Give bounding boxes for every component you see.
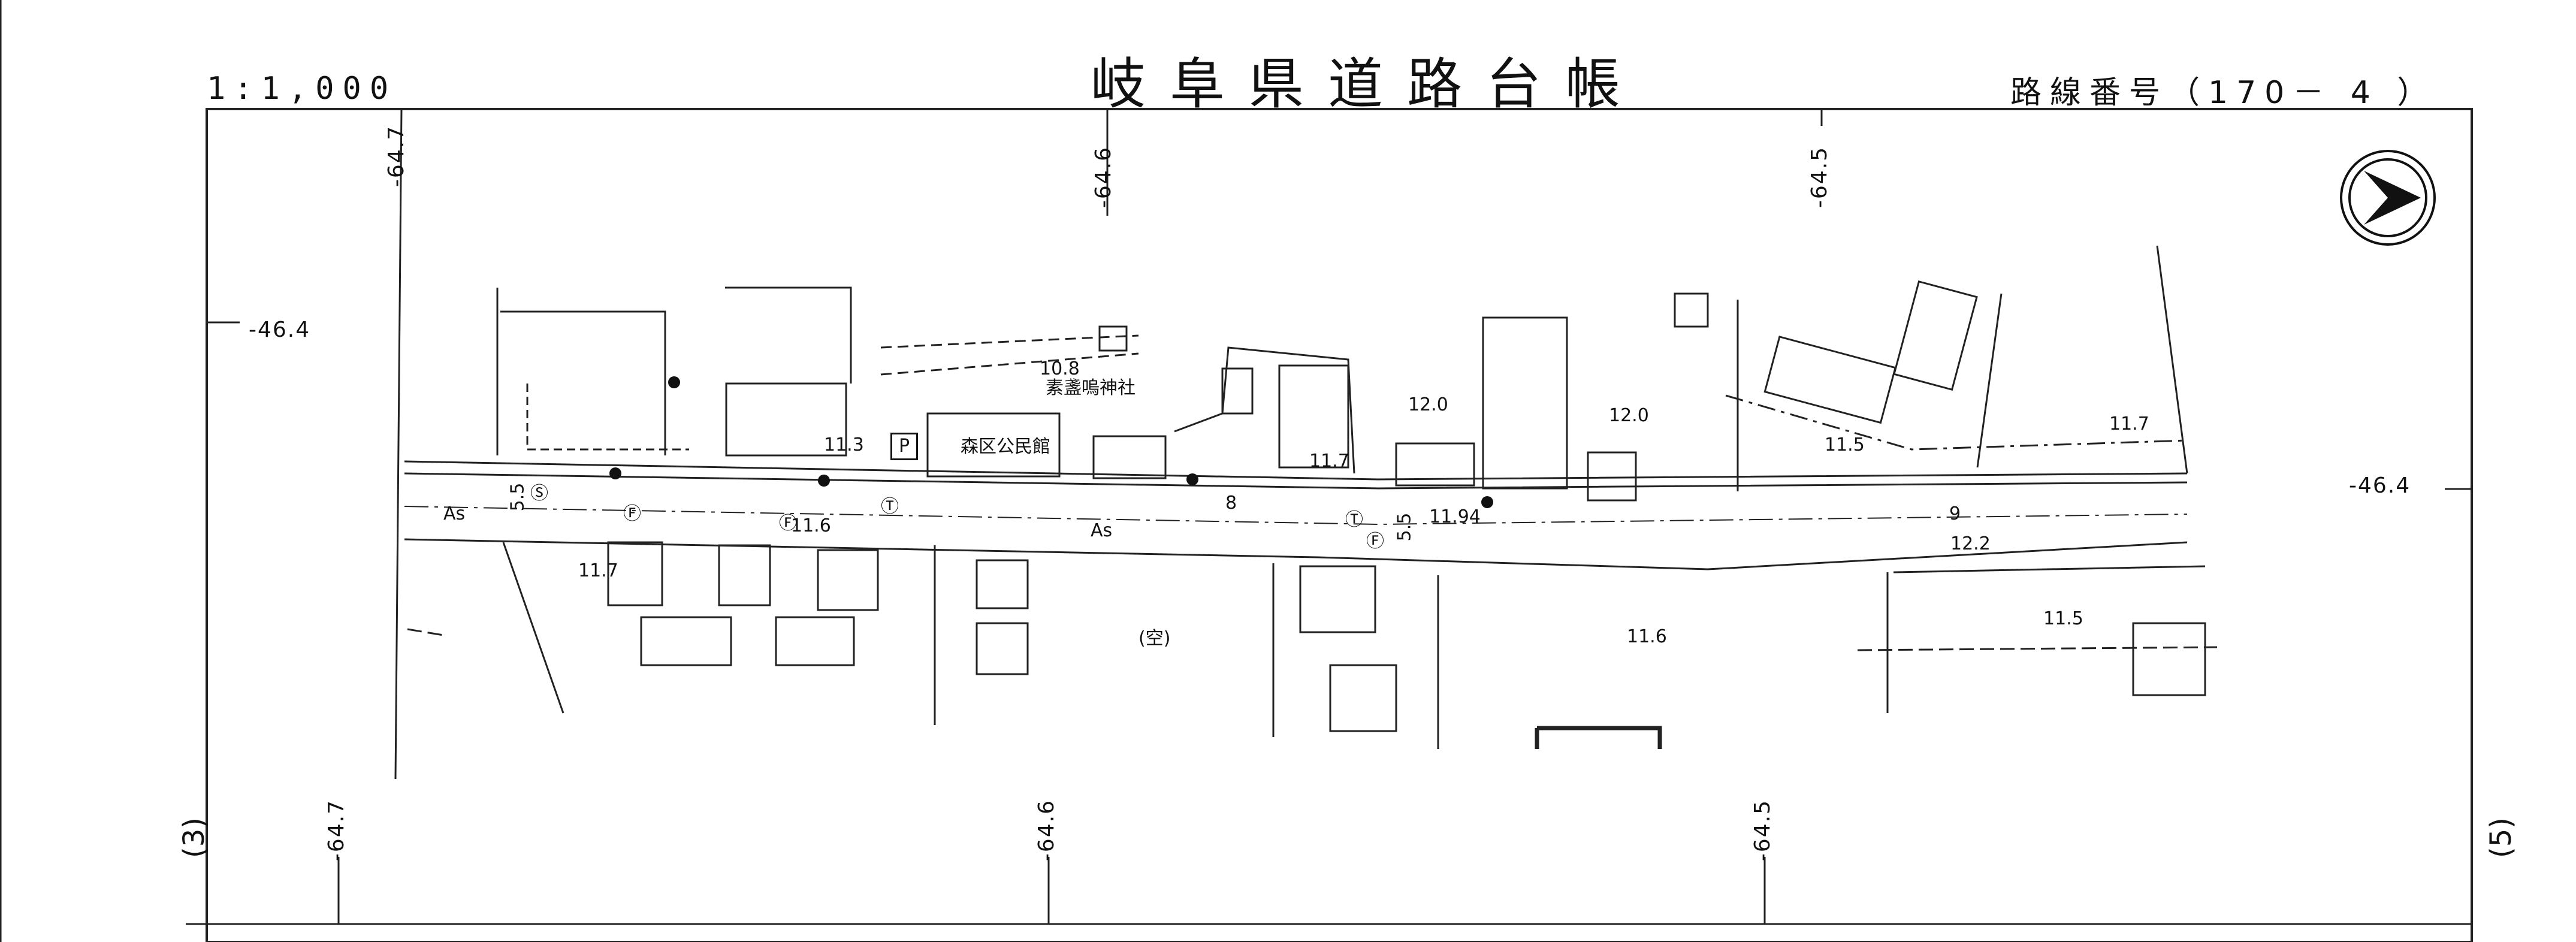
grid-x-top-2: -64.6: [1091, 146, 1116, 209]
community-hall-label: 森区公民館: [961, 436, 1050, 457]
map-frame: [206, 108, 2473, 942]
elevation-value: 12.2: [1950, 533, 1991, 554]
road-width-value: 5.5: [507, 482, 529, 512]
elevation-value: 11.7: [578, 560, 618, 581]
elevation-value: 11.5: [1825, 434, 1865, 455]
sheet-ref-left: (3): [177, 817, 211, 858]
elevation-value: 11.7: [1309, 451, 1349, 472]
road-edge-north-2: [404, 472, 2188, 490]
road-centerline: [404, 506, 2188, 526]
hydrant-icon: Ⓕ: [623, 503, 641, 524]
grid-y-right: -46.4: [2349, 473, 2411, 498]
hydrant-icon: Ⓕ: [1366, 531, 1384, 552]
hydrant-icon: Ⓕ: [779, 513, 797, 534]
phone-icon: Ⓣ: [881, 496, 899, 517]
elevation-value: 12.0: [1609, 405, 1649, 426]
sheet-ref-right: (5): [2484, 817, 2518, 858]
road-edge-south: [404, 538, 2188, 570]
road-width-value: 8: [1225, 493, 1237, 514]
shrine-label: 素盞嗚神社: [1046, 378, 1136, 398]
road-edge-north: [404, 460, 2188, 481]
route-number: 路線番号（170－ 4 ）: [2010, 75, 2437, 111]
grid-x-top-1: -64.7: [384, 125, 409, 188]
pavement-label-left: As: [443, 503, 466, 524]
grid-x-bottom-1: -64.7: [324, 799, 349, 862]
map-title: 岐阜県道路台帳: [1091, 52, 1645, 116]
elevation-value: 11.94: [1429, 506, 1481, 527]
scale-label: 1:1,000: [207, 71, 397, 107]
phone-icon: Ⓣ: [1345, 509, 1363, 530]
elevation-value: 11.7: [2109, 413, 2149, 434]
road-width-value: 9: [1949, 503, 1961, 524]
elevation-value: 12.0: [1408, 394, 1448, 415]
elevation-value: 11.3: [824, 434, 864, 455]
grid-x-bottom-3: -64.5: [1750, 799, 1775, 862]
road-width-value: 5.5: [1394, 512, 1415, 542]
elevation-value: 11.6: [1627, 626, 1667, 647]
vacant-label: (空): [1138, 628, 1171, 649]
north-arrow-symbol: [2340, 150, 2436, 246]
grid-y-left: -46.4: [249, 318, 311, 342]
elevation-value: 10.8: [1040, 358, 1080, 379]
pavement-label-mid: As: [1091, 520, 1113, 541]
grid-x-bottom-2: -64.6: [1034, 799, 1059, 862]
elevation-value: 11.6: [791, 515, 831, 536]
grid-x-top-3: -64.5: [1807, 146, 1832, 209]
elevation-value: 11.5: [2043, 608, 2083, 629]
parking-icon: P: [890, 433, 918, 460]
manhole-icon: Ⓢ: [530, 483, 548, 504]
